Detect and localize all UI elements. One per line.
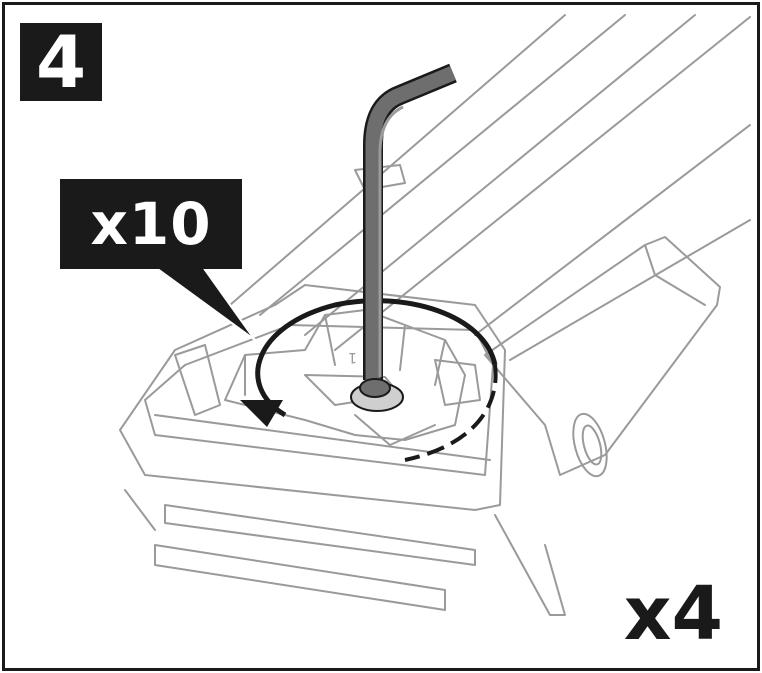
turn-count-callout: x10 — [60, 179, 242, 269]
callout-pointer — [154, 266, 256, 341]
roof-bar-rail-lower — [474, 124, 751, 361]
base-plate — [119, 284, 506, 511]
roof-bar-rail — [229, 14, 751, 351]
foot-housing — [484, 236, 721, 476]
quantity-multiplier: x4 — [623, 571, 723, 657]
product-marking-label: 1 — [348, 349, 357, 365]
clamp-jaw — [164, 504, 476, 566]
step-number-badge: 4 — [20, 23, 102, 101]
hex-key-icon — [350, 63, 457, 412]
clockwise-arrow-icon — [240, 298, 498, 462]
assembly-illustration: 1 — [119, 14, 751, 616]
